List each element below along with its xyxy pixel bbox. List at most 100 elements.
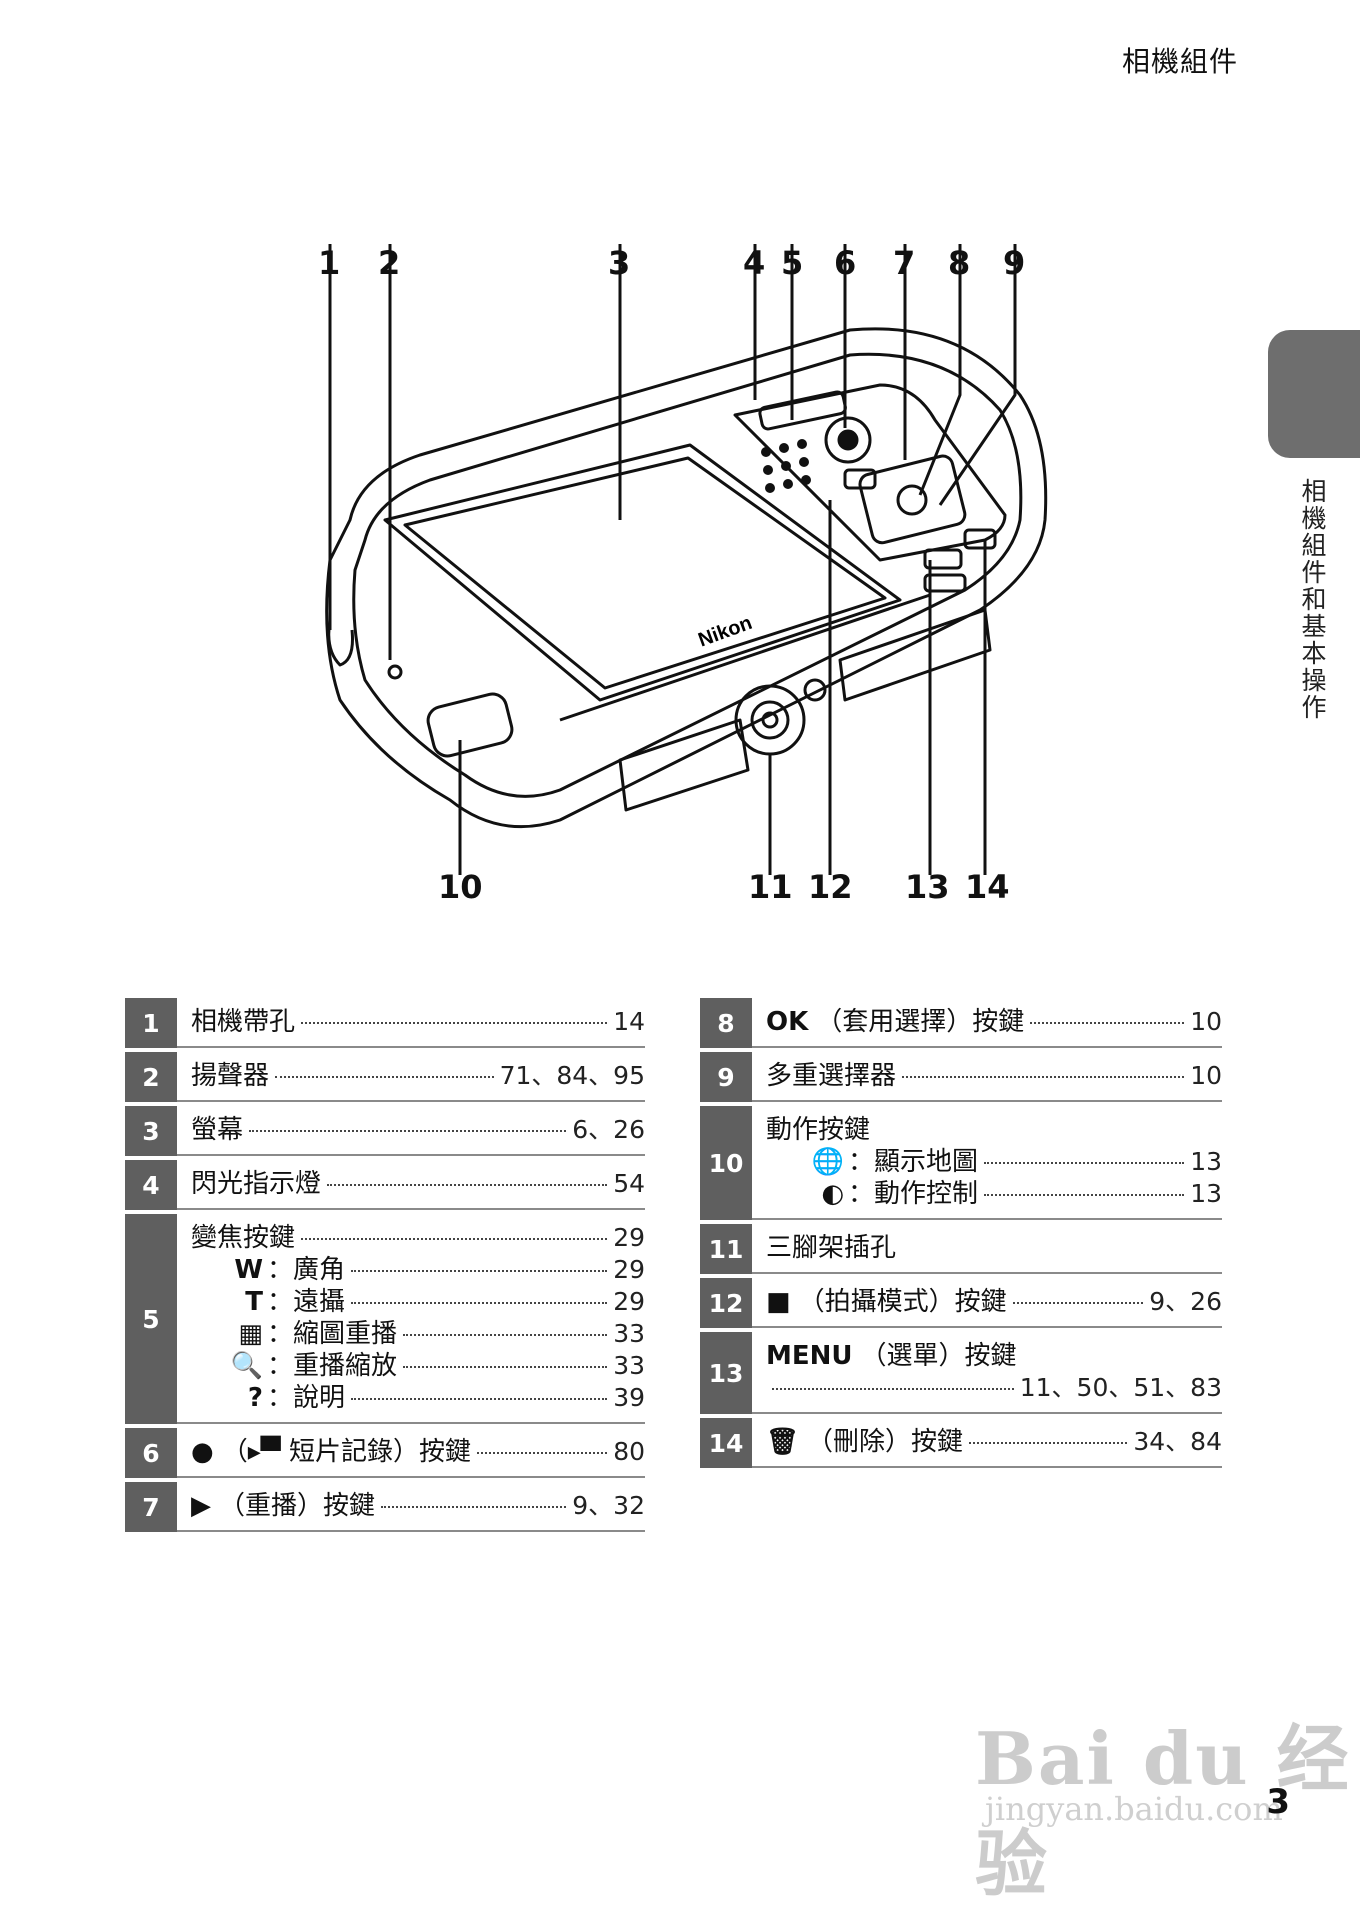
tele-icon: T (245, 1287, 263, 1317)
thumbnail-icon: ▦ (238, 1319, 263, 1349)
page-ref: 9、32 (572, 1491, 645, 1520)
callout-10: 10 (438, 868, 483, 906)
page-ref: 71、84、95 (499, 1061, 645, 1090)
callout-12: 12 (808, 868, 853, 906)
part-label: （▸▀ 短片記錄）按鍵 (221, 1437, 471, 1467)
page-ref: 39 (613, 1383, 645, 1412)
map-icon: 🌐 (811, 1147, 844, 1177)
part-label: 多重選擇器 (766, 1061, 897, 1091)
page-ref: 54 (613, 1169, 645, 1198)
callout-8: 8 (948, 244, 971, 282)
part-number: 4 (125, 1160, 177, 1210)
page-ref: 6、26 (572, 1115, 645, 1144)
record-icon: ● (191, 1437, 214, 1467)
part-label: 動作按鍵 (766, 1115, 871, 1145)
callout-1: 1 (318, 244, 341, 282)
callout-13: 13 (905, 868, 950, 906)
page-ref: 10 (1190, 1061, 1222, 1090)
part-label: （拍攝模式）按鍵 (798, 1287, 1007, 1317)
callout-3: 3 (608, 244, 631, 282)
part-row: 3 螢幕 6、26 (125, 1106, 645, 1156)
part-number: 11 (700, 1224, 752, 1274)
help-icon: ? (247, 1383, 263, 1413)
page-ref: 29 (613, 1287, 645, 1316)
part-number: 9 (700, 1052, 752, 1102)
watermark-logo: Bai du 经验 (975, 1716, 1351, 1906)
brand-logo: Nikon (695, 612, 755, 652)
playback-icon: ▶ (191, 1491, 211, 1521)
part-number: 8 (700, 998, 752, 1048)
zoom-icon: 🔍 (230, 1351, 263, 1381)
page-number: 3 (1266, 1782, 1290, 1822)
page-header: 相機組件 (1121, 45, 1238, 78)
wide-icon: W (234, 1255, 263, 1285)
page-ref: 33 (613, 1319, 645, 1348)
camera-diagram: Nikon 1 2 3 4 5 6 7 8 9 10 11 12 13 14 (0, 0, 1360, 940)
part-row: 11 三腳架插孔 (700, 1224, 1222, 1274)
page-ref: 14 (613, 1007, 645, 1036)
sub-label: ：重播縮放 (267, 1351, 398, 1381)
action-control-icon: ◐ (821, 1179, 844, 1209)
callout-14: 14 (965, 868, 1010, 906)
part-number: 6 (125, 1428, 177, 1478)
part-row: 7 ▶ （重播）按鍵 9、32 (125, 1482, 645, 1532)
page-ref: 80 (613, 1437, 645, 1466)
part-number: 12 (700, 1278, 752, 1328)
part-number: 7 (125, 1482, 177, 1532)
sub-label: ：顯示地圖 (848, 1147, 979, 1177)
part-number: 1 (125, 998, 177, 1048)
section-tab (1268, 330, 1360, 458)
page-ref: 34、84 (1133, 1427, 1222, 1456)
part-number: 3 (125, 1106, 177, 1156)
section-caption: 相機組件和基本操作 (1298, 478, 1327, 721)
part-label: 相機帶孔 (191, 1007, 296, 1037)
delete-icon: 🗑 (766, 1427, 800, 1457)
part-row: 10 動作按鍵 🌐：顯示地圖 13 ◐：動作控制 13 (700, 1106, 1222, 1220)
callout-5: 5 (781, 244, 804, 282)
camera-back-illustration: Nikon (325, 244, 1048, 875)
watermark-url: jingyan.baidu.com (985, 1790, 1283, 1828)
page-ref: 29 (613, 1255, 645, 1284)
page-ref: 13 (1190, 1179, 1222, 1208)
part-label: 三腳架插孔 (766, 1233, 897, 1263)
sub-label: ：廣角 (267, 1255, 346, 1285)
part-label: 揚聲器 (191, 1061, 270, 1091)
callout-6: 6 (834, 244, 857, 282)
parts-table-left: 1 相機帶孔 14 2 揚聲器 71、84、95 3 螢幕 6、26 4 閃光指示燈 5… (125, 994, 645, 1536)
page-ref: 33 (613, 1351, 645, 1380)
part-row: 13 MENU（選單）按鍵 11、50、51、83 (700, 1332, 1222, 1414)
callout-11: 11 (748, 868, 793, 906)
page-ref: 10 (1190, 1007, 1222, 1036)
part-label: （重播）按鍵 (219, 1491, 376, 1521)
part-row: 9 多重選擇器 10 (700, 1052, 1222, 1102)
part-label: 螢幕 (191, 1115, 244, 1145)
callout-9: 9 (1003, 244, 1026, 282)
callout-7: 7 (893, 244, 916, 282)
page-ref: 13 (1190, 1147, 1222, 1176)
part-number: 2 (125, 1052, 177, 1102)
part-row: 1 相機帶孔 14 (125, 998, 645, 1048)
part-label: （套用選擇）按鍵 (816, 1007, 1025, 1037)
part-label: （選單）按鍵 (860, 1341, 1017, 1371)
part-row: 4 閃光指示燈 54 (125, 1160, 645, 1210)
callout-2: 2 (378, 244, 401, 282)
page-ref: 11、50、51、83 (1019, 1373, 1222, 1402)
part-label: （刪除）按鍵 (807, 1427, 964, 1457)
page-ref: 9、26 (1149, 1287, 1222, 1316)
sub-label: ：動作控制 (848, 1179, 979, 1209)
callout-4: 4 (743, 244, 766, 282)
part-row: 2 揚聲器 71、84、95 (125, 1052, 645, 1102)
part-row: 14 🗑（刪除）按鍵 34、84 (700, 1418, 1222, 1468)
menu-icon: MENU (766, 1341, 853, 1371)
part-label: 變焦按鍵 (191, 1223, 296, 1253)
part-number: 14 (700, 1418, 752, 1468)
part-number: 10 (700, 1106, 752, 1220)
sub-label: ：遠攝 (267, 1287, 346, 1317)
part-label: 閃光指示燈 (191, 1169, 322, 1199)
sub-label: ：縮圖重播 (267, 1319, 398, 1349)
page-ref: 29 (613, 1223, 645, 1252)
